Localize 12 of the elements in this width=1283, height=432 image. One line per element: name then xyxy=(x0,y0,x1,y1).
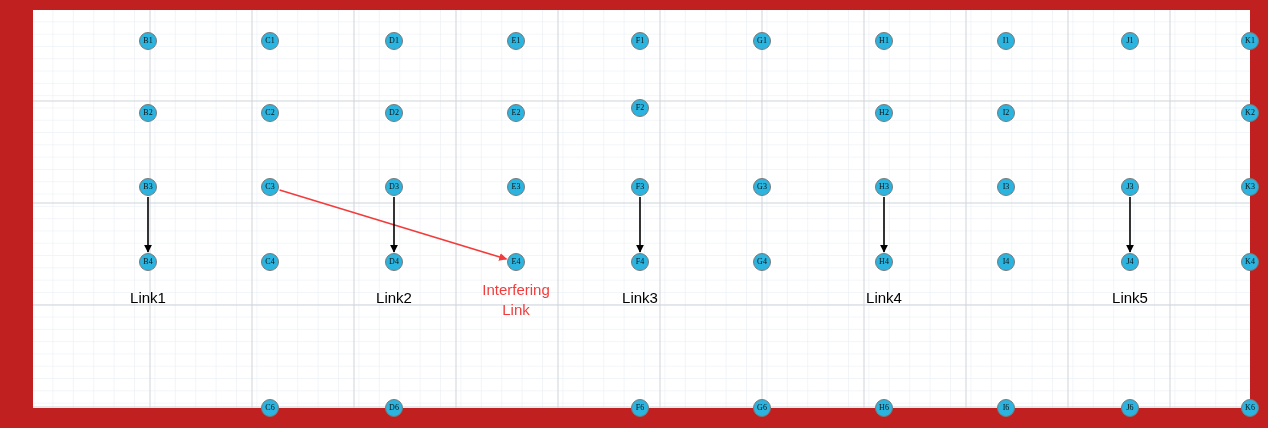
arrow xyxy=(390,196,398,253)
link-label: Interfering Link xyxy=(481,280,551,320)
link-label: Link5 xyxy=(1112,289,1148,306)
arrow xyxy=(144,196,152,253)
link-label: Link3 xyxy=(622,289,658,306)
link-label: Link4 xyxy=(866,289,902,306)
arrow xyxy=(636,196,644,253)
arrow xyxy=(880,196,888,253)
arrow xyxy=(278,189,508,261)
arrow xyxy=(1126,196,1134,253)
link-label: Link2 xyxy=(376,289,412,306)
link-label: Link1 xyxy=(130,289,166,306)
